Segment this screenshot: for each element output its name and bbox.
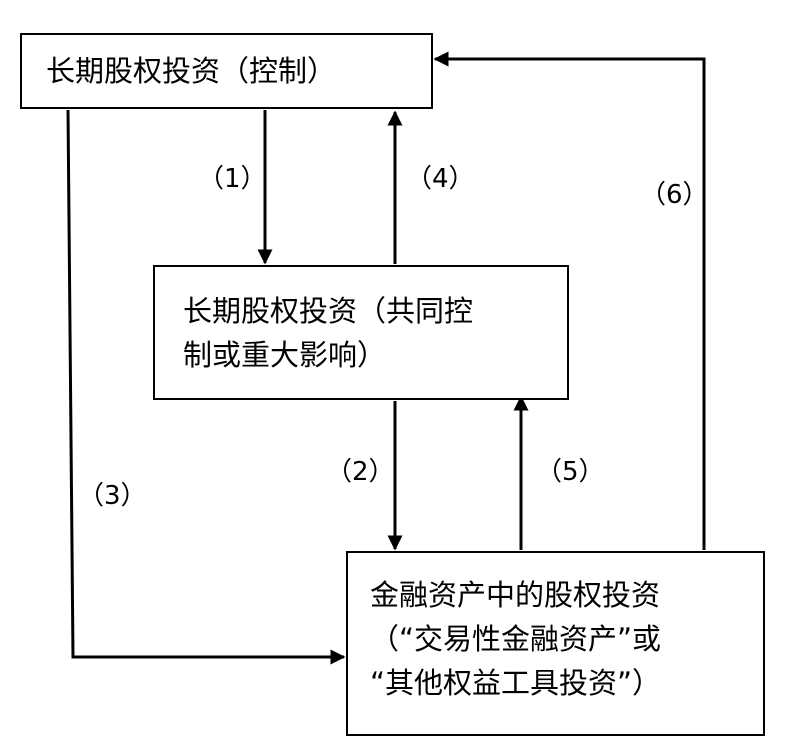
arrow-edge-6 [433, 51, 706, 550]
node-joint-control-investment: 长期股权投资（共同控 制或重大影响） [153, 265, 569, 400]
edge-label-4: （4） [406, 164, 475, 194]
node-financial-line-3: “其他权益工具投资”） [370, 666, 662, 700]
node-financial-line-2: （“交易性金融资产”或 [370, 622, 662, 656]
node-joint-line-2: 制或重大影响） [183, 338, 387, 372]
edge-label-5: （5） [536, 457, 605, 487]
edge-label-3: （3） [78, 481, 147, 511]
edge-label-1: （1） [198, 164, 267, 194]
edge-label-6: （6） [640, 180, 709, 210]
node-joint-line-1: 长期股权投资（共同控 [183, 294, 474, 328]
edge-label-2: （2） [326, 457, 395, 487]
node-control-investment: 长期股权投资（控制） [20, 33, 433, 109]
node-financial-asset-investment: 金融资产中的股权投资 （“交易性金融资产”或 “其他权益工具投资”） [346, 551, 765, 736]
node-financial-line-1: 金融资产中的股权投资 [370, 578, 661, 612]
arrow-edge-3 [66, 109, 346, 665]
node-control-label: 长期股权投资（控制） [46, 54, 337, 88]
